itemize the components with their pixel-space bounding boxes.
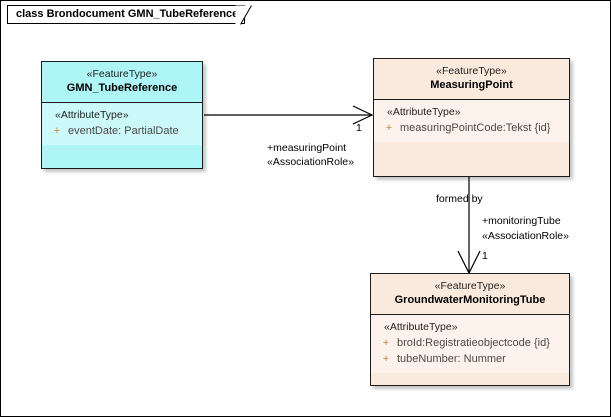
attribute-row[interactable]: + eventDate: PartialDate xyxy=(46,123,198,139)
attribute-visibility: + xyxy=(53,125,61,137)
association-role-monitoringtube: +monitoringTube xyxy=(482,215,561,227)
attribute-row[interactable]: + tubeNumber: Nummer xyxy=(375,351,565,367)
attribute-visibility: + xyxy=(382,353,390,365)
association-role-stereotype-measuringpoint: «AssociationRole» xyxy=(267,156,354,168)
attribute-visibility: + xyxy=(382,337,390,349)
attribute-compartment-stereotype: «AttributeType» xyxy=(55,109,129,121)
class-groundwater-monitoring-tube[interactable]: «FeatureType» GroundwaterMonitoringTube … xyxy=(370,273,570,386)
class-gmn-tube-reference[interactable]: «FeatureType» GMN_TubeReference «Attribu… xyxy=(41,61,203,169)
class-stereotype: «FeatureType» xyxy=(86,68,158,80)
attribute-text: measuringPointCode:Tekst {id} xyxy=(400,122,551,134)
attribute-text: eventDate: PartialDate xyxy=(68,125,179,137)
class-stereotype: «FeatureType» xyxy=(434,280,506,292)
class-stereotype: «FeatureType» xyxy=(436,65,507,77)
attribute-visibility: + xyxy=(385,122,393,134)
attribute-text: tubeNumber: Nummer xyxy=(397,353,506,365)
attribute-row[interactable]: + broId:Registratieobjectcode {id} xyxy=(375,335,565,351)
class-name: GMN_TubeReference xyxy=(66,82,178,94)
class-header-groundwater-monitoring-tube: «FeatureType» GroundwaterMonitoringTube xyxy=(371,274,569,315)
class-header-gmn-tube-reference: «FeatureType» GMN_TubeReference xyxy=(42,62,202,103)
class-attributes-groundwater-monitoring-tube: «AttributeType» + broId:Registratieobjec… xyxy=(371,315,569,373)
association-target-multiplicity-measuringpoint: 1 xyxy=(356,122,362,134)
association-target-multiplicity-monitoringtube: 1 xyxy=(482,250,488,262)
attribute-text: broId:Registratieobjectcode {id} xyxy=(397,337,550,349)
association-role-measuringpoint: +measuringPoint xyxy=(267,142,347,154)
title-tab-corner-fold xyxy=(235,5,257,25)
association-name-formed-by: formed by xyxy=(436,193,483,205)
class-name: MeasuringPoint xyxy=(430,79,513,91)
attribute-compartment-stereotype: «AttributeType» xyxy=(384,321,458,333)
attribute-row[interactable]: + measuringPointCode:Tekst {id} xyxy=(378,120,565,136)
association-role-stereotype-monitoringtube: «AssociationRole» xyxy=(482,230,569,242)
diagram-title-tab: class Brondocument GMN_TubeReference xyxy=(7,5,246,24)
class-name: GroundwaterMonitoringTube xyxy=(394,294,546,306)
attribute-compartment-stereotype: «AttributeType» xyxy=(387,106,461,118)
class-header-measuring-point: «FeatureType» MeasuringPoint xyxy=(374,59,569,100)
class-measuring-point[interactable]: «FeatureType» MeasuringPoint «AttributeT… xyxy=(373,58,570,177)
class-attributes-gmn-tube-reference: «AttributeType» + eventDate: PartialDate xyxy=(42,103,202,145)
class-attributes-measuring-point: «AttributeType» + measuringPointCode:Tek… xyxy=(374,100,569,142)
diagram-title: class Brondocument GMN_TubeReference xyxy=(16,8,239,20)
